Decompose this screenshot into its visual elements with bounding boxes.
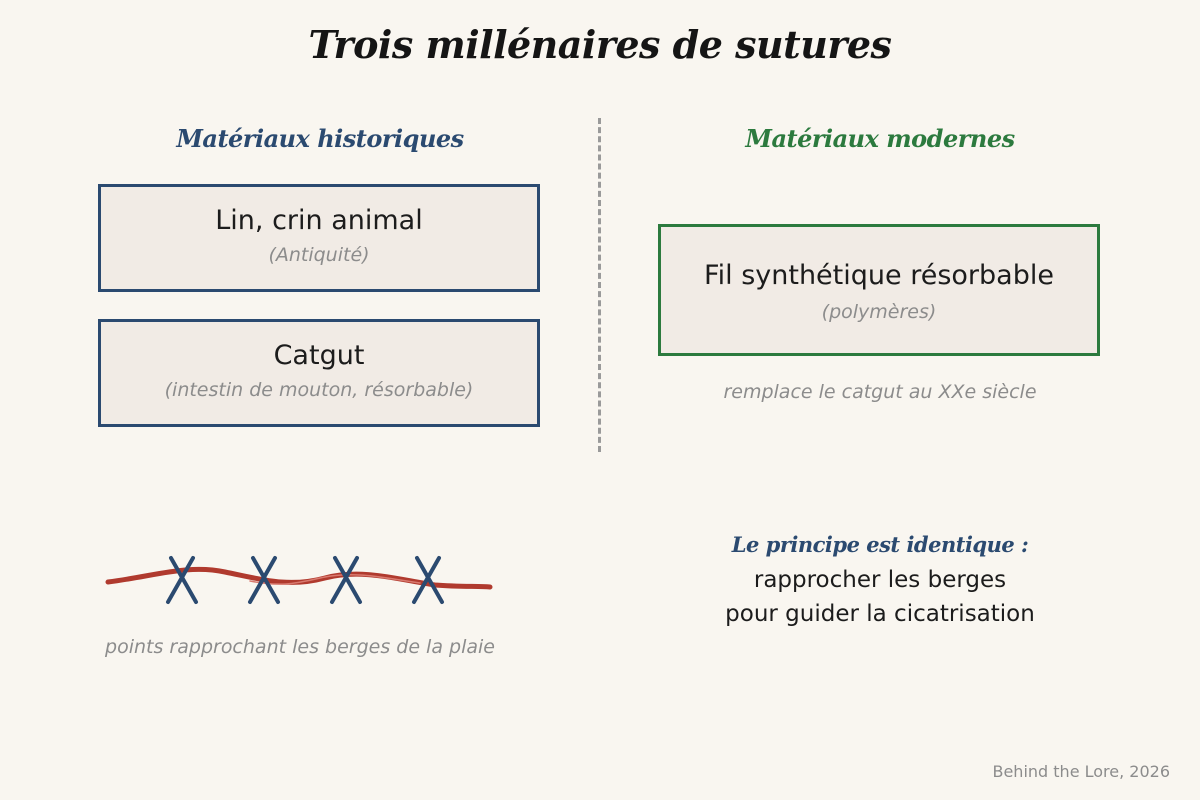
credit: Behind the Lore, 2026 — [992, 762, 1170, 781]
material-box-synthetic: Fil synthétique résorbable (polymères) — [658, 224, 1100, 356]
material-name: Lin, crin animal — [215, 205, 423, 236]
thread-line-highlight — [249, 573, 421, 585]
principle-line-1: rapprocher les berges — [753, 567, 1007, 593]
modern-heading: Matériaux modernes — [745, 124, 1015, 153]
material-detail: (intestin de mouton, résorbable) — [164, 379, 474, 401]
stitch-cross — [166, 556, 198, 604]
stitch-cross — [412, 556, 444, 604]
principle-label: Le principe est identique : — [731, 532, 1029, 557]
page-title: Trois millénaires de sutures — [308, 22, 892, 67]
historical-heading: Matériaux historiques — [176, 124, 464, 153]
material-name: Fil synthétique résorbable — [704, 260, 1054, 291]
stitch-cross — [248, 556, 280, 604]
replacement-note: remplace le catgut au XXe siècle — [723, 381, 1037, 403]
suture-caption: points rapprochant les berges de la plai… — [105, 636, 495, 658]
material-name: Catgut — [273, 340, 365, 371]
principle-line-2: pour guider la cicatrisation — [725, 601, 1035, 627]
material-detail: (Antiquité) — [268, 244, 370, 266]
column-divider — [598, 118, 601, 452]
suture-illustration — [105, 556, 493, 604]
material-box-catgut: Catgut (intestin de mouton, résorbable) — [98, 319, 540, 427]
stitch-cross — [330, 556, 362, 604]
material-box-lin: Lin, crin animal (Antiquité) — [98, 184, 540, 292]
material-detail: (polymères) — [821, 301, 937, 323]
